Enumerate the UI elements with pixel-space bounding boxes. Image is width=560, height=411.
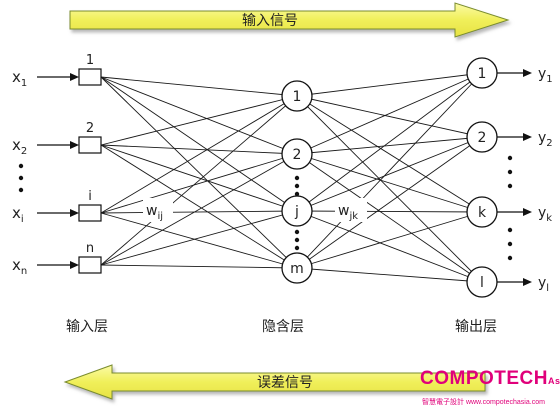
- svg-text:wij: wij: [146, 203, 163, 222]
- ellipsis-dot: [507, 183, 513, 189]
- output-signal-label: y1: [538, 66, 553, 85]
- compotech-watermark: COMPOTECHAsia 智慧電子設計 www.compotechasia.c…: [420, 368, 560, 411]
- hidden-layer-title: 隐含层: [262, 319, 304, 335]
- ellipsis-dot: [507, 227, 513, 233]
- output-neuron-label: 2: [478, 130, 487, 146]
- ellipsis-dot: [18, 163, 24, 169]
- input-neuron-box: [78, 256, 102, 274]
- ellipsis-dot: [507, 241, 513, 247]
- output-neuron-label: 1: [478, 66, 487, 82]
- backward-arrow-label: 误差信号: [257, 375, 313, 391]
- hidden-neuron-label: m: [290, 261, 304, 277]
- brand-tagline: 智慧電子設計 www.compotechasia.com: [422, 399, 545, 406]
- weight-wjk-sub: jk: [348, 211, 358, 222]
- output-neuron: k yk: [466, 196, 552, 228]
- hidden-neuron: m: [281, 252, 313, 284]
- output-neuron: l yl: [466, 266, 549, 298]
- hidden-neuron-circle: [281, 138, 313, 170]
- weight-label-wij: wij: [143, 198, 173, 222]
- brand-name: COMPOTECHAsia: [420, 368, 560, 390]
- hidden-neuron: j: [281, 195, 313, 227]
- output-neuron: 2 y2: [466, 121, 553, 153]
- forward-arrow-label: 输入信号: [242, 13, 298, 29]
- input-signal-label: x1: [12, 68, 27, 89]
- output-layer: 1 y1 2 y2 k yk l yl: [466, 57, 553, 298]
- hidden-neuron-label: 2: [293, 147, 302, 163]
- input-node: x2 2: [12, 121, 102, 157]
- input-neuron-box: [78, 204, 102, 222]
- input-node: xi i: [12, 189, 102, 225]
- output-signal-label: yk: [538, 205, 552, 224]
- brand-name-text: COMPOTECH: [420, 368, 548, 389]
- ellipsis-dot: [294, 191, 300, 197]
- weight-label-wjk: wjk: [335, 198, 367, 222]
- output-arrowhead: [523, 278, 532, 286]
- input-signal-label: xn: [12, 256, 27, 277]
- output-arrowhead: [523, 69, 532, 77]
- input-arrowhead: [70, 209, 79, 217]
- svg-text:wjk: wjk: [338, 203, 358, 222]
- hidden-layer: 1 2 j m: [281, 80, 313, 284]
- input-neuron-index: n: [86, 241, 94, 256]
- connection-lines: [100, 72, 483, 283]
- output-neuron-label: k: [478, 205, 487, 221]
- ellipsis-dot: [507, 255, 513, 261]
- backward-arrow-shape: [63, 364, 486, 400]
- output-signal-label: y2: [538, 130, 553, 149]
- ellipsis-dots: [18, 155, 513, 261]
- brand-region: Asia: [548, 376, 560, 386]
- output-signal-label: yl: [538, 275, 549, 294]
- forward-arrow-shape: [69, 2, 510, 38]
- hidden-neuron: 1: [281, 80, 313, 112]
- input-arrowhead: [70, 141, 79, 149]
- weight-wij-base: w: [146, 203, 157, 219]
- input-neuron-box: [78, 68, 102, 86]
- hidden-neuron-circle: [281, 195, 313, 227]
- forward-signal-arrow: 输入信号: [69, 2, 510, 38]
- ellipsis-dot: [294, 229, 300, 235]
- ellipsis-dot: [294, 237, 300, 243]
- backward-signal-arrow: 误差信号: [63, 364, 486, 400]
- weight-wij-sub: ij: [157, 211, 163, 222]
- output-neuron: 1 y1: [466, 57, 553, 89]
- input-layer: x1 1 x2 2 xi i xn n: [12, 53, 102, 277]
- input-neuron-index: 2: [86, 121, 94, 136]
- input-arrowhead: [70, 261, 79, 269]
- input-neuron-box: [78, 136, 102, 154]
- input-signal-label: x2: [12, 136, 27, 157]
- ellipsis-dot: [18, 175, 24, 181]
- input-signal-label: xi: [12, 204, 24, 225]
- ellipsis-dot: [294, 183, 300, 189]
- output-arrowhead: [523, 208, 532, 216]
- input-layer-title: 输入层: [66, 319, 108, 335]
- output-neuron-label: l: [480, 275, 484, 291]
- hidden-neuron-circle: [281, 252, 313, 284]
- output-layer-title: 输出层: [455, 319, 497, 335]
- input-neuron-index: 1: [86, 53, 94, 68]
- ellipsis-dot: [507, 155, 513, 161]
- ellipsis-dot: [507, 169, 513, 175]
- output-arrowhead: [523, 133, 532, 141]
- hidden-neuron: 2: [281, 138, 313, 170]
- input-neuron-index: i: [88, 189, 92, 204]
- ellipsis-dot: [294, 245, 300, 251]
- hidden-neuron-label: j: [294, 204, 299, 220]
- weight-wjk-base: w: [338, 203, 349, 219]
- hidden-neuron-circle: [281, 80, 313, 112]
- input-node: x1 1: [12, 53, 102, 89]
- input-arrowhead: [70, 73, 79, 81]
- ellipsis-dot: [18, 187, 24, 193]
- input-node: xn n: [12, 241, 102, 277]
- ellipsis-dot: [294, 175, 300, 181]
- hidden-neuron-label: 1: [293, 89, 302, 105]
